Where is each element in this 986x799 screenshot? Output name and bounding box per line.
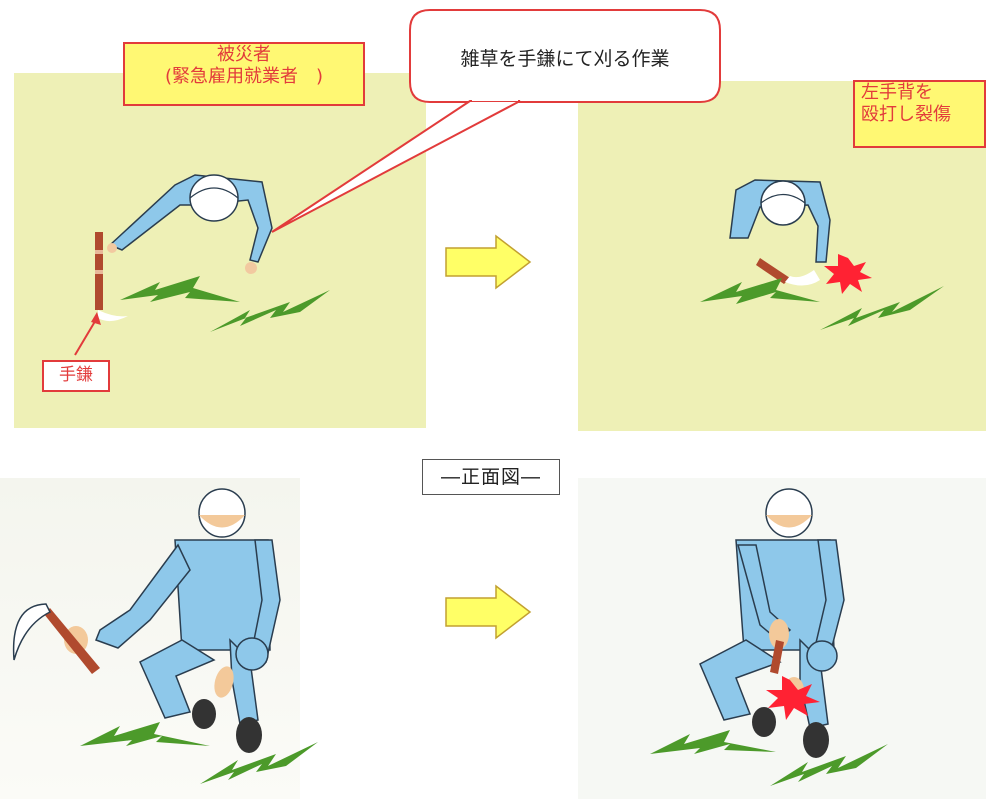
arrow-right-icon [445, 584, 532, 640]
sickle-label: 手鎌 [42, 360, 110, 392]
injury-burst-icon [824, 254, 872, 294]
sickle-icon [12, 603, 100, 674]
speech-bubble [271, 9, 721, 233]
grass-bottom-left [80, 722, 318, 784]
speech-bubble-text: 雑草を手鎌にて刈る作業 [460, 48, 670, 70]
victim-label-line1: 被災者 [217, 44, 271, 65]
injury-burst-icon [766, 676, 820, 720]
sickle-pointer-arrow [74, 312, 101, 356]
grass-top-right [700, 278, 944, 330]
arrow-right-icon [445, 234, 532, 290]
grass-bottom-right [650, 730, 888, 786]
victim-label: 被災者 (緊急雇用就業者 ) [123, 42, 365, 106]
worker-front-right [699, 488, 845, 758]
worker-top-right [729, 179, 831, 286]
injury-label-line1: 左手背を [861, 82, 933, 103]
front-view-label: ―正面図― [422, 459, 560, 495]
injury-label: 左手背を 殴打し裂傷 [853, 80, 986, 148]
victim-label-line2: (緊急雇用就業者 ) [164, 66, 324, 87]
grass-top-left [120, 276, 330, 332]
worker-front-left [64, 488, 281, 753]
injury-label-line2: 殴打し裂傷 [861, 104, 951, 125]
worker-top-left [107, 174, 273, 274]
sickle-icon [95, 232, 128, 322]
